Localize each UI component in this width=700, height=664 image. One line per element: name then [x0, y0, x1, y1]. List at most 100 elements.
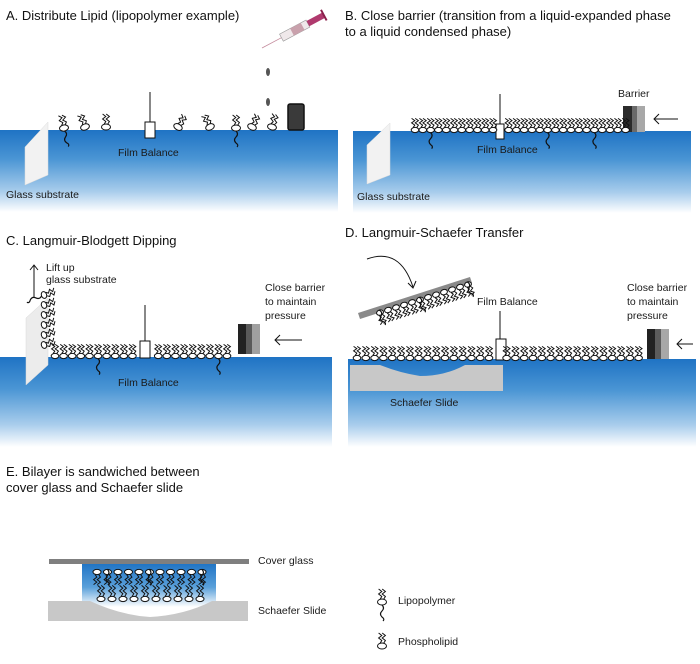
lipopolymer — [214, 343, 223, 376]
glass-substrate-label: Glass substrate — [6, 189, 79, 201]
phospholipid — [574, 117, 584, 134]
barrier — [238, 324, 260, 354]
lipopolymer-icon — [377, 588, 387, 622]
lipopolymer — [376, 309, 387, 326]
panel-a-title: A. Distribute Lipid (lipopolymer example… — [6, 8, 240, 23]
phospholipid — [512, 117, 521, 134]
phospholipid — [502, 345, 511, 362]
barrier-label: Barrier — [618, 88, 650, 100]
phospholipid — [613, 117, 623, 134]
phospholipid — [519, 345, 529, 362]
phospholipid — [196, 343, 206, 360]
phospholipid — [40, 337, 56, 349]
phospholipid — [424, 294, 435, 310]
phospholipid — [465, 117, 474, 134]
phospholipid — [101, 113, 111, 131]
phospholipid — [441, 117, 451, 134]
phospholipid — [511, 345, 520, 362]
phospholipid — [40, 307, 56, 319]
phospholipid — [40, 297, 56, 309]
film-balance-plate — [139, 340, 151, 359]
phospholipid — [563, 345, 573, 362]
arrow-up-icon — [29, 264, 39, 297]
legend-label-phospholipid: Phospholipid — [398, 636, 459, 648]
phospholipid — [247, 113, 261, 131]
phospholipid — [201, 114, 215, 131]
water-trough — [0, 130, 338, 212]
phospholipid — [440, 345, 450, 362]
phospholipid — [162, 343, 172, 360]
glass-substrate — [24, 121, 49, 186]
lipopolymer — [377, 588, 387, 622]
phospholipid — [408, 299, 419, 315]
lipopolymer — [543, 117, 552, 150]
phospholipid — [535, 117, 545, 134]
lipopolymer — [58, 114, 70, 147]
phospholipid — [449, 117, 459, 134]
phospholipid — [222, 343, 232, 360]
phospholipid — [155, 568, 165, 585]
phospholipid — [616, 345, 626, 362]
phospholipid — [488, 117, 498, 134]
phospholipid — [124, 568, 133, 585]
phospholipid — [546, 345, 555, 362]
phospholipid — [352, 345, 362, 362]
phospholipid — [173, 113, 187, 131]
phospholipid — [195, 585, 205, 603]
droplet — [266, 68, 270, 76]
water-trough — [0, 357, 332, 447]
phospholipid — [176, 568, 186, 585]
phospholipid — [96, 585, 106, 603]
water-trough — [353, 131, 691, 213]
phospholipid — [582, 117, 591, 134]
phospholipid — [581, 345, 591, 362]
phospholipid — [449, 345, 459, 362]
phospholipid — [599, 345, 608, 362]
droplet — [266, 98, 270, 106]
phospholipid — [625, 345, 635, 362]
phospholipid — [267, 113, 279, 131]
panel-b-drawing — [366, 94, 678, 185]
phospholipid — [590, 345, 599, 362]
lipopolymer — [145, 568, 154, 586]
phospholipid — [396, 345, 406, 362]
phospholipid — [467, 345, 476, 362]
phospholipid — [551, 117, 560, 134]
lipopolymer — [103, 568, 112, 586]
phospholipid — [151, 585, 161, 603]
phospholipid — [187, 568, 196, 585]
phospholipid — [50, 343, 60, 360]
film-balance-label: Film Balance — [477, 296, 538, 308]
phospholipid — [448, 286, 459, 302]
lipopolymer — [464, 281, 475, 298]
phospholipid — [387, 345, 397, 362]
phospholipid — [528, 345, 538, 362]
film-balance-label: Film Balance — [118, 147, 179, 159]
schaefer-slide-label: Schaefer Slide — [390, 397, 459, 409]
phospholipid — [153, 343, 163, 360]
phospholipid — [456, 283, 467, 300]
phospholipid — [171, 343, 180, 360]
lipopolymer — [93, 343, 103, 376]
phospholipid — [119, 343, 129, 360]
panel-c-drawing — [25, 264, 302, 386]
schaefer-slide — [48, 601, 248, 621]
film-balance-plate — [144, 121, 156, 139]
phospholipid — [188, 343, 197, 360]
lipopolymer — [416, 296, 427, 313]
film-balance-label: Film Balance — [118, 377, 179, 389]
lipid-molecules — [352, 281, 643, 362]
phospholipid — [67, 343, 77, 360]
phospholipid — [423, 345, 432, 362]
phospholipid — [418, 117, 428, 134]
phospholipid — [85, 343, 94, 360]
panel-a-drawing — [24, 9, 328, 186]
phospholipid — [432, 291, 443, 308]
close-barrier-label: Close barrier to maintain pressure — [627, 282, 688, 322]
phospholipid — [370, 345, 379, 362]
lipid-molecules — [58, 113, 279, 148]
phospholipid — [184, 585, 194, 603]
lipid-molecules — [410, 117, 630, 150]
phospholipid — [558, 117, 568, 134]
phospholipid — [140, 585, 150, 603]
